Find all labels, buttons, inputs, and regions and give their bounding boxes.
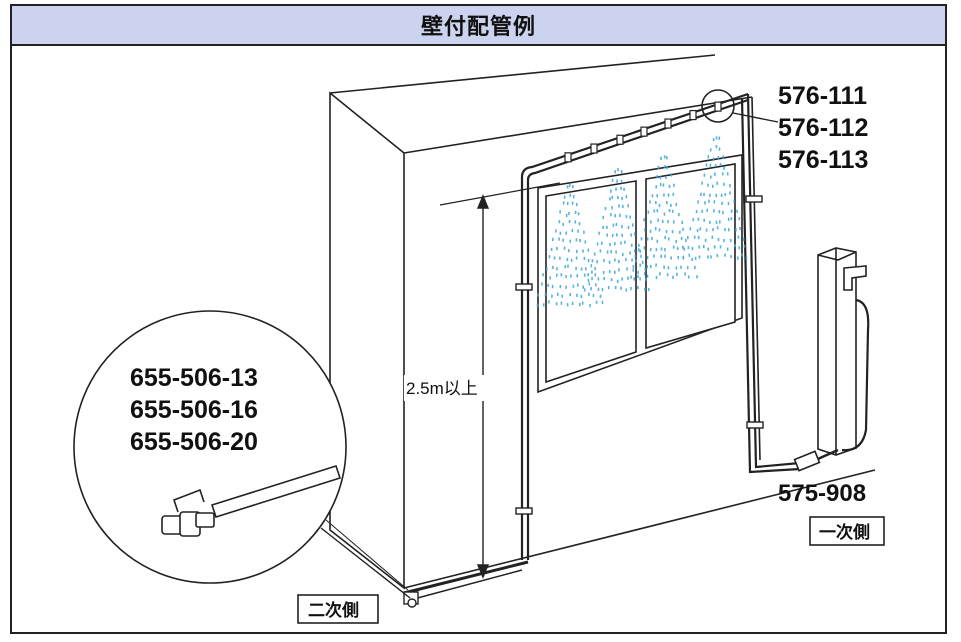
pipe-clip xyxy=(515,507,533,515)
valve-leader-line xyxy=(320,527,411,599)
mist-spray xyxy=(682,136,748,260)
page-title: 壁付配管例 xyxy=(420,15,536,40)
mist-nozzle-icon xyxy=(616,134,624,145)
valve-code-label: 655-506-13 xyxy=(130,364,258,392)
primary-side-label: 一次側 xyxy=(819,522,870,543)
mist-nozzle-icon xyxy=(590,143,598,154)
hose xyxy=(210,465,342,518)
secondary-side-label: 二次側 xyxy=(308,600,359,621)
nozzle-code-label: 576-111 xyxy=(778,82,867,110)
mist-nozzle-icon xyxy=(714,101,722,112)
nozzle-code-label: 576-113 xyxy=(778,146,868,174)
faucet-icon xyxy=(843,265,867,291)
valve-detail-circle xyxy=(73,310,347,584)
mist-nozzle-icon xyxy=(564,152,572,163)
water-supply-post xyxy=(793,247,870,472)
mist-spray xyxy=(583,168,650,292)
ball-valve-icon xyxy=(161,488,215,537)
joint-fitting xyxy=(793,450,821,472)
pipe-clip xyxy=(515,283,533,291)
pipe-clip xyxy=(746,421,764,429)
mist-spray xyxy=(536,184,604,308)
pipe-clip xyxy=(745,195,763,203)
building-front-top xyxy=(403,96,753,154)
mist-pipe xyxy=(403,92,801,601)
joint-code-label: 575-908 xyxy=(778,480,866,507)
mist-nozzle-icon xyxy=(689,109,697,121)
secondary-side-box: 二次側 xyxy=(297,594,379,624)
title-bar: 壁付配管例 xyxy=(12,6,945,46)
primary-side-box: 一次側 xyxy=(809,516,885,546)
building-roof-edge xyxy=(329,54,716,94)
height-label: 2.5m以上 xyxy=(406,379,478,398)
building-side-wall xyxy=(329,91,405,590)
nozzle-code-label: 576-112 xyxy=(778,114,868,142)
valve-code-label: 655-506-16 xyxy=(130,396,258,424)
base-valve xyxy=(403,591,419,608)
nozzle-detail-circle xyxy=(701,89,735,123)
nozzle-leader-line xyxy=(732,112,779,123)
valve-code-label: 655-506-20 xyxy=(130,428,258,456)
mist-nozzle-icon xyxy=(664,118,672,129)
window xyxy=(537,154,743,394)
mist-nozzle-icon xyxy=(640,126,648,137)
